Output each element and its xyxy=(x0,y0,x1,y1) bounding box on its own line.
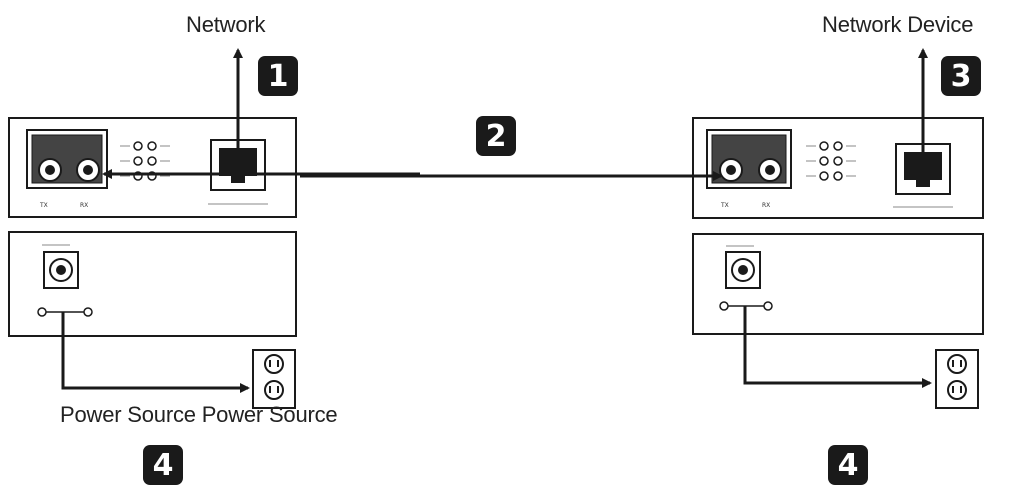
step-4-right-badge: 4 xyxy=(828,445,868,485)
left-media-converter: TX RX xyxy=(8,117,297,218)
right-status-leds xyxy=(806,141,856,181)
step-4-left-badge: 4 xyxy=(143,445,183,485)
left-tx-label: TX xyxy=(39,202,48,209)
network-label: Network xyxy=(186,12,266,37)
step-3-badge: 3 xyxy=(941,56,981,96)
right-power-unit xyxy=(692,233,984,335)
left-power-cord-arrow xyxy=(61,312,250,393)
right-power-cord-arrow xyxy=(743,306,932,388)
right-rj45-port xyxy=(893,143,953,208)
left-fiber-port xyxy=(26,129,108,189)
right-media-converter: TX RX xyxy=(692,117,984,219)
right-rx-label: RX xyxy=(762,202,770,209)
left-power-unit xyxy=(8,231,297,337)
step-1-badge: 1 xyxy=(258,56,298,96)
network-device-label: Network Device xyxy=(822,12,974,37)
left-rx-label: RX xyxy=(80,202,88,209)
step-2-badge: 2 xyxy=(476,116,516,156)
power-source-label: Power Source Power Source xyxy=(60,402,338,427)
right-fiber-port xyxy=(706,129,792,189)
right-power-outlet xyxy=(935,349,979,409)
left-power-outlet xyxy=(252,349,296,409)
right-tx-label: TX xyxy=(720,202,729,209)
